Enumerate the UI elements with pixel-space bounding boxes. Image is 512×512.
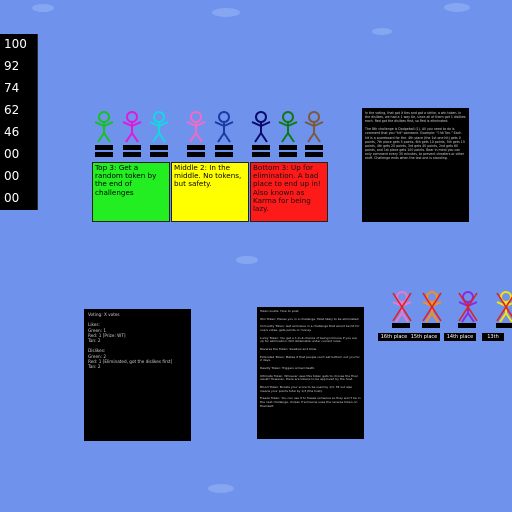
score-cell: 100 [0, 34, 38, 56]
contestant-figure [276, 110, 300, 148]
score-cell: 00 [0, 188, 38, 210]
contestant-figure [212, 110, 236, 148]
eliminated-tag [422, 323, 440, 328]
cloud [32, 4, 54, 12]
contestant-tag [279, 152, 297, 157]
voting-results-box: Voting: X votes Likes: Green: 1 Red: 1 [… [84, 309, 191, 441]
place-label: 14th place [444, 333, 476, 341]
score-cell: 00 [0, 144, 38, 166]
scoreboard: 100 92 74 62 46 00 00 00 [0, 34, 38, 210]
tier-panel-bottom: Bottom 3: Up for elimination. A bad plac… [250, 162, 328, 222]
eliminated-figure [494, 290, 512, 328]
contestant-tag [305, 152, 323, 157]
eliminated-figure [420, 290, 444, 328]
contestant-tag [187, 145, 205, 150]
contestant-figure [184, 110, 208, 148]
contestant-figure [147, 110, 171, 148]
contestant-tag [305, 145, 323, 150]
cloud [236, 256, 258, 264]
tier-panel-top: Top 3: Get a random token by the end of … [92, 162, 170, 222]
eliminated-tag [392, 323, 410, 328]
eliminated-figure [390, 290, 414, 328]
contestant-figure [92, 110, 116, 148]
cloud [208, 484, 234, 493]
score-cell: 62 [0, 100, 38, 122]
eliminated-figure [456, 290, 480, 328]
contestant-tag [215, 152, 233, 157]
eliminated-tag [496, 323, 512, 328]
contestant-tag [123, 145, 141, 150]
place-label: 16th place [378, 333, 410, 341]
contestant-figure [249, 110, 273, 148]
contestant-tag [187, 152, 205, 157]
score-cell: 00 [0, 166, 38, 188]
challenge-rules-box: In the voting, that got it ties and got … [362, 108, 469, 222]
contestant-tag [252, 145, 270, 150]
score-cell: 92 [0, 56, 38, 78]
eliminated-tag [458, 323, 476, 328]
cloud [444, 3, 470, 12]
score-cell: 46 [0, 122, 38, 144]
place-label: 15th place [408, 333, 440, 341]
score-cell: 74 [0, 78, 38, 100]
cloud [212, 8, 240, 17]
contestant-tag [95, 152, 113, 157]
contestant-figure [302, 110, 326, 148]
contestant-tag [150, 152, 168, 157]
tier-panel-middle: Middle 2: In the middle. No tokens, but … [171, 162, 249, 222]
token-guide-box: Token Guide: How to post: Win Token: Pla… [257, 307, 364, 439]
contestant-tag [252, 152, 270, 157]
contestant-tag [279, 145, 297, 150]
place-label: 13th place [482, 333, 504, 341]
cloud [372, 28, 392, 35]
contestant-tag [150, 145, 168, 150]
contestant-tag [215, 145, 233, 150]
contestant-tag [123, 152, 141, 157]
contestant-tag [95, 145, 113, 150]
contestant-figure [120, 110, 144, 148]
